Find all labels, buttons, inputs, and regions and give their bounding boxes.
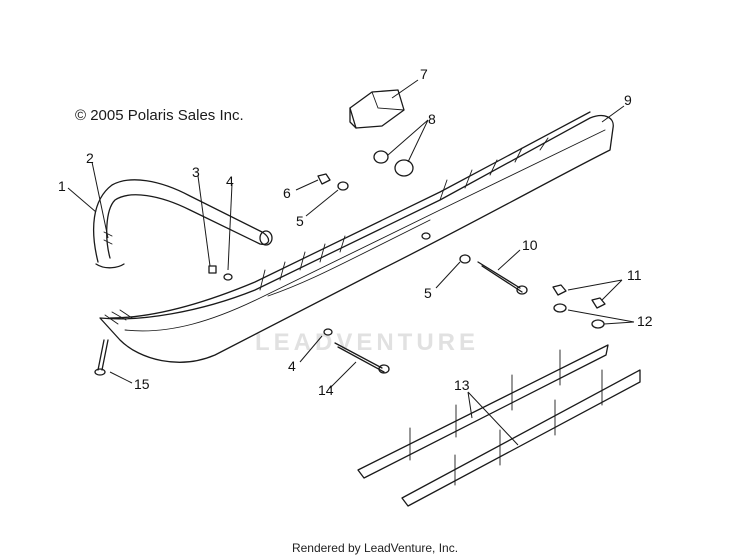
- wear-bumper: [349, 89, 405, 129]
- callouts: 1 2 3 4 6 5 7 8 9 10 5 11 12 4 14 13 15: [58, 66, 653, 398]
- callout-11: 11: [627, 267, 642, 283]
- callout-8: 8: [428, 111, 436, 127]
- left-fasteners: [208, 265, 233, 281]
- callout-6: 6: [283, 185, 291, 201]
- leader-lines: [67, 79, 635, 446]
- callout-15: 15: [134, 376, 150, 392]
- right-fasteners: [552, 284, 606, 329]
- callout-5-bottom: 5: [424, 285, 432, 301]
- callout-3: 3: [192, 164, 200, 180]
- callout-5-top: 5: [296, 213, 304, 229]
- ski-loop-handle: [93, 179, 273, 269]
- footer-credit: Rendered by LeadVenture, Inc.: [291, 541, 459, 555]
- callout-4-bottom: 4: [288, 358, 296, 374]
- watermark: LEADVENTURE: [255, 329, 479, 356]
- callout-13: 13: [454, 377, 470, 393]
- callout-10: 10: [522, 237, 538, 253]
- callout-12: 12: [637, 313, 653, 329]
- ski-body: [99, 111, 614, 363]
- pin: [94, 339, 109, 376]
- callout-4-top: 4: [226, 173, 234, 189]
- callout-2: 2: [86, 150, 94, 166]
- carbide-runners: [357, 344, 641, 507]
- callout-14: 14: [318, 382, 334, 398]
- bolts: [334, 261, 528, 374]
- callout-1: 1: [58, 178, 66, 194]
- copyright-notice: © 2005 Polaris Sales Inc.: [75, 107, 244, 124]
- callout-7: 7: [420, 66, 428, 82]
- callout-9: 9: [624, 92, 632, 108]
- bumper-fasteners: [373, 150, 414, 177]
- top-fasteners: [317, 173, 471, 336]
